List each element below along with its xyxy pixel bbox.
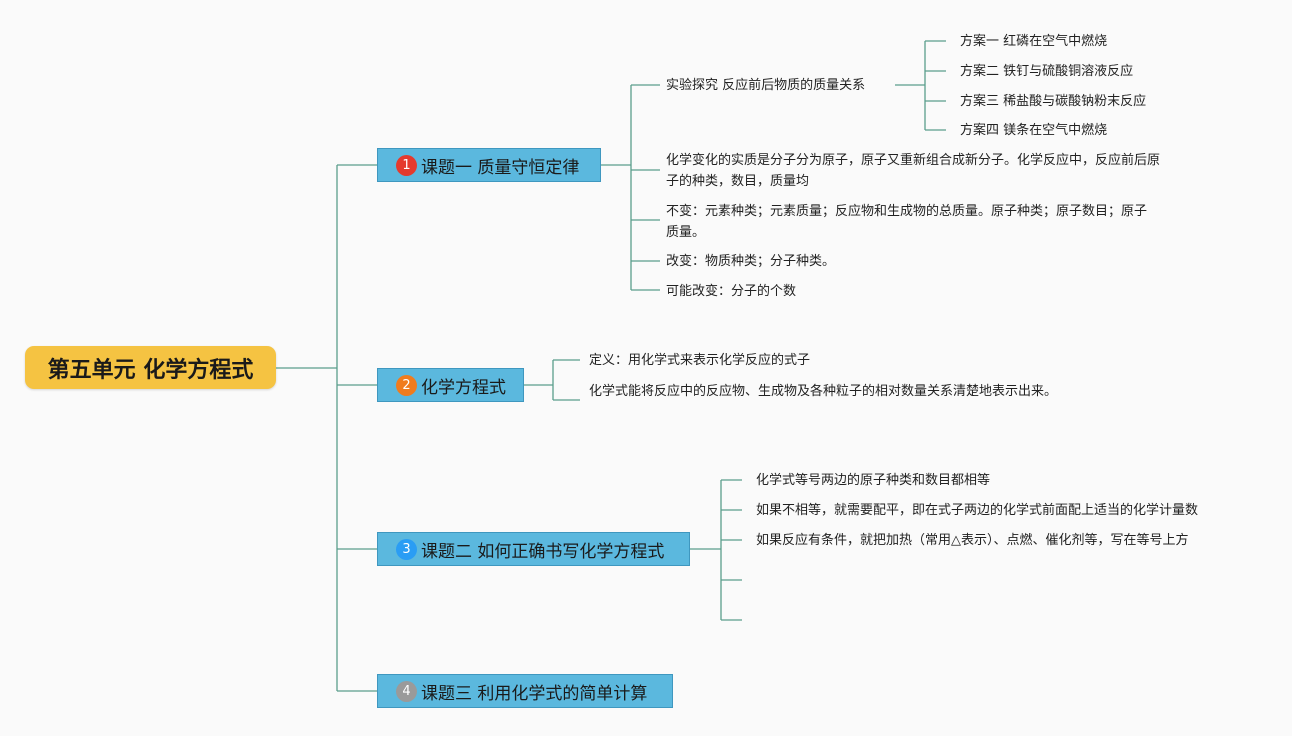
topic-label-4: 课题三 利用化学式的简单计算 bbox=[421, 683, 648, 704]
root-title: 第五单元 化学方程式 bbox=[47, 357, 254, 383]
leaf-changed[interactable]: 改变：物质种类；分子种类。 bbox=[666, 254, 836, 269]
leaf-rule-3[interactable]: 如果反应有条件，就把加热（常用△表示）、点燃、催化剂等，写在等号上方 bbox=[756, 533, 1189, 548]
leaf-definition[interactable]: 定义：用化学式来表示化学反应的式子 bbox=[589, 353, 811, 368]
leaf-plan-2[interactable]: 方案二 铁钉与硫酸铜溶液反应 bbox=[960, 64, 1134, 79]
leaf-plan-4[interactable]: 方案四 镁条在空气中燃烧 bbox=[960, 123, 1108, 138]
leaf-meaning[interactable]: 化学式能将反应中的反应物、生成物及各种粒子的相对数量关系清楚地表示出来。 bbox=[589, 384, 1058, 399]
root-node[interactable]: 第五单元 化学方程式 bbox=[25, 346, 276, 389]
leaf-rule-2[interactable]: 如果不相等，就需要配平，即在式子两边的化学式前面配上适当的化学计量数 bbox=[756, 503, 1199, 518]
badge-3: 3 bbox=[396, 538, 417, 560]
leaf-experiment[interactable]: 实验探究 反应前后物质的质量关系 bbox=[666, 78, 866, 93]
badge-1: 1 bbox=[396, 154, 417, 176]
leaf-rule-1[interactable]: 化学式等号两边的原子种类和数目都相等 bbox=[756, 473, 991, 488]
leaf-plan-3[interactable]: 方案三 稀盐酸与碳酸钠粉末反应 bbox=[960, 94, 1147, 109]
topic-node-1[interactable]: 1 课题一 质量守恒定律 bbox=[377, 148, 601, 182]
badge-4: 4 bbox=[396, 680, 417, 702]
topic-label-3: 课题二 如何正确书写化学方程式 bbox=[421, 541, 665, 562]
topic-node-2[interactable]: 2 化学方程式 bbox=[377, 368, 524, 402]
leaf-unchanged[interactable]: 不变：元素种类；元素质量；反应物和生成物的总质量。原子种类；原子数目；原子质量。 bbox=[666, 204, 1148, 240]
topic-label-1: 课题一 质量守恒定律 bbox=[421, 157, 580, 178]
leaf-plan-1[interactable]: 方案一 红磷在空气中燃烧 bbox=[960, 34, 1108, 49]
topic-node-4[interactable]: 4 课题三 利用化学式的简单计算 bbox=[377, 674, 673, 708]
leaf-maybe[interactable]: 可能改变：分子的个数 bbox=[666, 284, 797, 299]
leaf-essence[interactable]: 化学变化的实质是分子分为原子，原子又重新组合成新分子。化学反应中，反应前后原子的… bbox=[666, 153, 1161, 189]
topic-node-3[interactable]: 3 课题二 如何正确书写化学方程式 bbox=[377, 532, 690, 566]
topic-label-2: 化学方程式 bbox=[421, 377, 506, 398]
badge-2: 2 bbox=[396, 374, 417, 396]
